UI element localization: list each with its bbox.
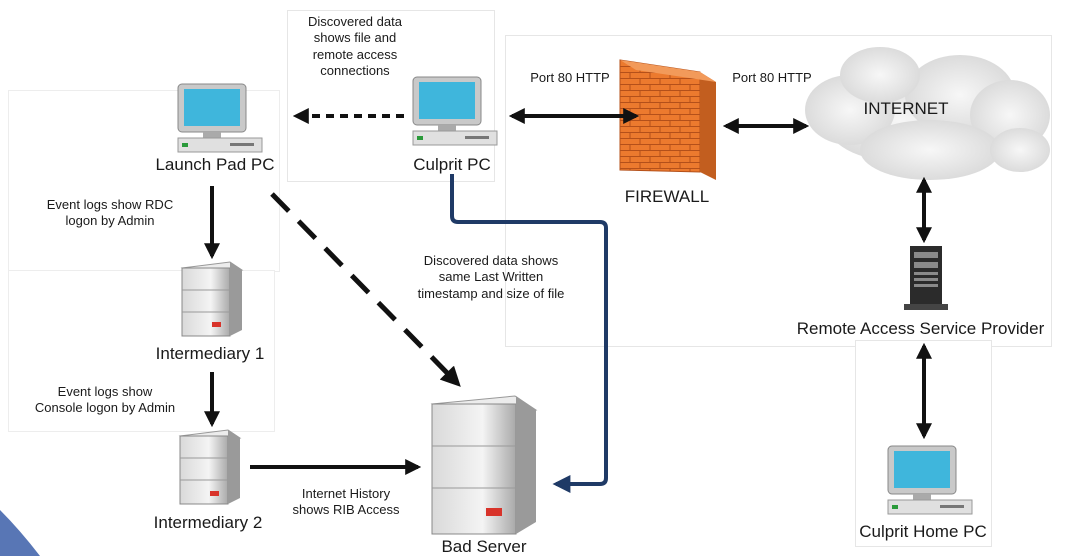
launchpad-badserver-dashed-arrow [270, 192, 461, 387]
culprit-badserver-blue-link [450, 174, 608, 493]
firewall-label: FIREWALL [624, 187, 710, 206]
culprit-pc-icon [412, 76, 498, 146]
internet-label: INTERNET [863, 99, 949, 118]
intermediary-2-label: Intermediary 2 [153, 513, 263, 532]
event-logs-console-note: Event logs show Console logon by Admin [34, 384, 176, 416]
culprit-home-pc-icon [887, 445, 973, 515]
launch-pad-pc-label: Launch Pad PC [155, 155, 275, 174]
internet-cloud-icon [805, 47, 1050, 180]
intermediary-2-server-icon [178, 429, 242, 505]
bad-server-label: Bad Server [441, 537, 527, 556]
event-logs-rdc-note: Event logs show RDC logon by Admin [46, 197, 174, 229]
port80-right-label: Port 80 HTTP [732, 70, 812, 85]
remote-access-tower-icon [904, 246, 948, 310]
culprit-home-pc-label: Culprit Home PC [859, 522, 987, 541]
launch-pad-pc-icon [177, 83, 263, 153]
port80-left-label: Port 80 HTTP [530, 70, 610, 85]
remote-access-provider-label: Remote Access Service Provider [796, 319, 1045, 338]
discovered-timestamp-note: Discovered data shows same Last Written … [417, 253, 565, 301]
intermediary-1-label: Intermediary 1 [155, 344, 265, 363]
culprit-pc-label: Culprit PC [413, 155, 491, 174]
corner-decoration [0, 510, 40, 556]
intermediary-1-server-icon [180, 261, 244, 337]
internet-history-note: Internet History shows RIB Access [292, 486, 400, 518]
discovered-file-remote-note: Discovered data shows file and remote ac… [308, 14, 402, 78]
firewall-icon [619, 59, 716, 180]
bad-server-icon [430, 395, 538, 535]
